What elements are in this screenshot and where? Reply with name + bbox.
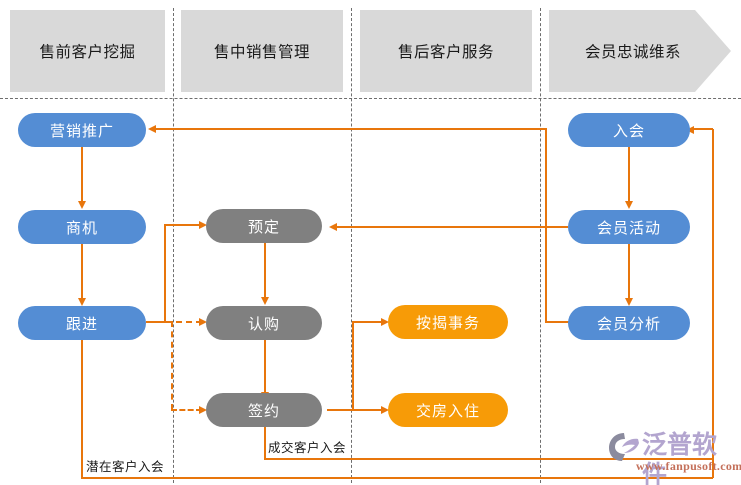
node-label: 会员活动 — [596, 219, 661, 237]
arrowhead-marketing-to-opportunity — [77, 201, 86, 209]
edge-followup-to-reservation — [164, 224, 202, 226]
edge-analysis-to-marketing — [155, 128, 547, 130]
brand-name: 泛普软件 — [642, 431, 718, 485]
node-member-activity[interactable]: 会员活动 — [568, 210, 690, 244]
edge-potential-into-join — [692, 128, 713, 130]
arrowhead-opportunity-to-followup — [77, 298, 86, 306]
node-label: 会员分析 — [596, 315, 661, 333]
phase-header-membership: 会员忠诚维系 — [549, 10, 731, 92]
node-label: 认购 — [247, 315, 280, 333]
arrowhead-contract-to-mortgage — [381, 317, 389, 326]
edge-reservation-to-subscription — [264, 243, 266, 298]
edge-followup-to-contract — [171, 409, 202, 411]
phase-header-after-sales: 售后客户服务 — [360, 10, 532, 92]
phase-divider-1 — [173, 8, 174, 483]
edge-analysis-riser — [545, 128, 547, 322]
edge-activity-to-analysis — [628, 244, 630, 299]
edge-contract-to-mortgage — [352, 321, 384, 323]
arrowhead-contract-to-handover — [381, 405, 389, 414]
node-label: 按揭事务 — [415, 314, 480, 332]
phase-header-pre-sales: 售前客户挖掘 — [10, 10, 165, 92]
swoosh-logo-icon — [609, 433, 639, 461]
edge-contract-bottom-riser — [264, 427, 266, 459]
phase-header-in-sales: 售中销售管理 — [181, 10, 343, 92]
edge-followup-right-stub — [146, 321, 166, 323]
arrowhead-followup-to-reservation — [199, 220, 207, 229]
edge-subscription-to-contract — [264, 340, 266, 393]
phase-label: 售中销售管理 — [213, 44, 310, 61]
node-label: 商机 — [65, 219, 98, 237]
edge-potential-bottom-run — [81, 477, 713, 479]
node-contract[interactable]: 签约 — [206, 393, 322, 427]
edge-marketing-to-opportunity — [81, 147, 83, 202]
node-label: 跟进 — [65, 315, 98, 333]
node-reservation[interactable]: 预定 — [206, 209, 322, 243]
arrowhead-potential-to-join — [686, 125, 694, 134]
edge-followup-bottom-riser — [81, 340, 83, 478]
brand-url: www.fanpusoft.com — [636, 459, 741, 473]
edge-contract-to-mortgage-riser — [352, 321, 354, 410]
phase-label: 售前客户挖掘 — [39, 44, 136, 61]
arrowhead-activity-to-reservation — [329, 222, 337, 231]
edge-activity-to-reservation — [336, 226, 568, 228]
edge-label-potential-customer-join: 潜在客户入会 — [86, 460, 165, 474]
edge-closed-bottom-run — [264, 458, 712, 460]
edge-followup-to-contract-riser — [171, 321, 173, 410]
node-opportunity[interactable]: 商机 — [18, 210, 146, 244]
node-subscription[interactable]: 认购 — [206, 306, 322, 340]
brand-logo: 泛普软件 www.fanpusoft.com — [608, 430, 741, 485]
arrowhead-analysis-to-marketing — [148, 124, 156, 133]
arrowhead-join-to-activity — [624, 201, 633, 209]
node-label: 入会 — [612, 122, 645, 140]
phase-divider-2 — [351, 8, 352, 483]
edge-opportunity-to-followup — [81, 244, 83, 299]
phase-label: 售后客户服务 — [397, 44, 494, 61]
edge-potential-right-riser — [712, 129, 714, 478]
phase-label: 会员忠诚维系 — [584, 44, 681, 61]
arrowhead-activity-to-analysis — [624, 298, 633, 306]
node-label: 预定 — [247, 218, 280, 236]
node-handover[interactable]: 交房入住 — [388, 393, 508, 427]
node-label: 交房入住 — [415, 402, 480, 420]
edge-label-closed-customer-join: 成交客户入会 — [268, 441, 347, 455]
arrowhead-followup-to-subscription — [199, 317, 207, 326]
edge-join-to-activity — [628, 147, 630, 202]
node-marketing[interactable]: 营销推广 — [18, 113, 146, 147]
node-join-member[interactable]: 入会 — [568, 113, 690, 147]
arrowhead-followup-to-contract — [199, 405, 207, 414]
node-member-analysis[interactable]: 会员分析 — [568, 306, 690, 340]
node-label: 签约 — [247, 402, 280, 420]
arrowhead-reservation-to-subscription — [260, 297, 269, 305]
edge-analysis-left-stub — [545, 321, 569, 323]
edge-contract-to-handover — [327, 409, 384, 411]
phase-band-bottom-divider — [0, 98, 741, 99]
phase-divider-3 — [540, 8, 541, 483]
edge-followup-riser — [164, 224, 166, 322]
node-label: 营销推广 — [49, 122, 114, 140]
edge-followup-to-subscription — [166, 321, 202, 323]
node-followup[interactable]: 跟进 — [18, 306, 146, 340]
node-mortgage[interactable]: 按揭事务 — [388, 305, 508, 339]
